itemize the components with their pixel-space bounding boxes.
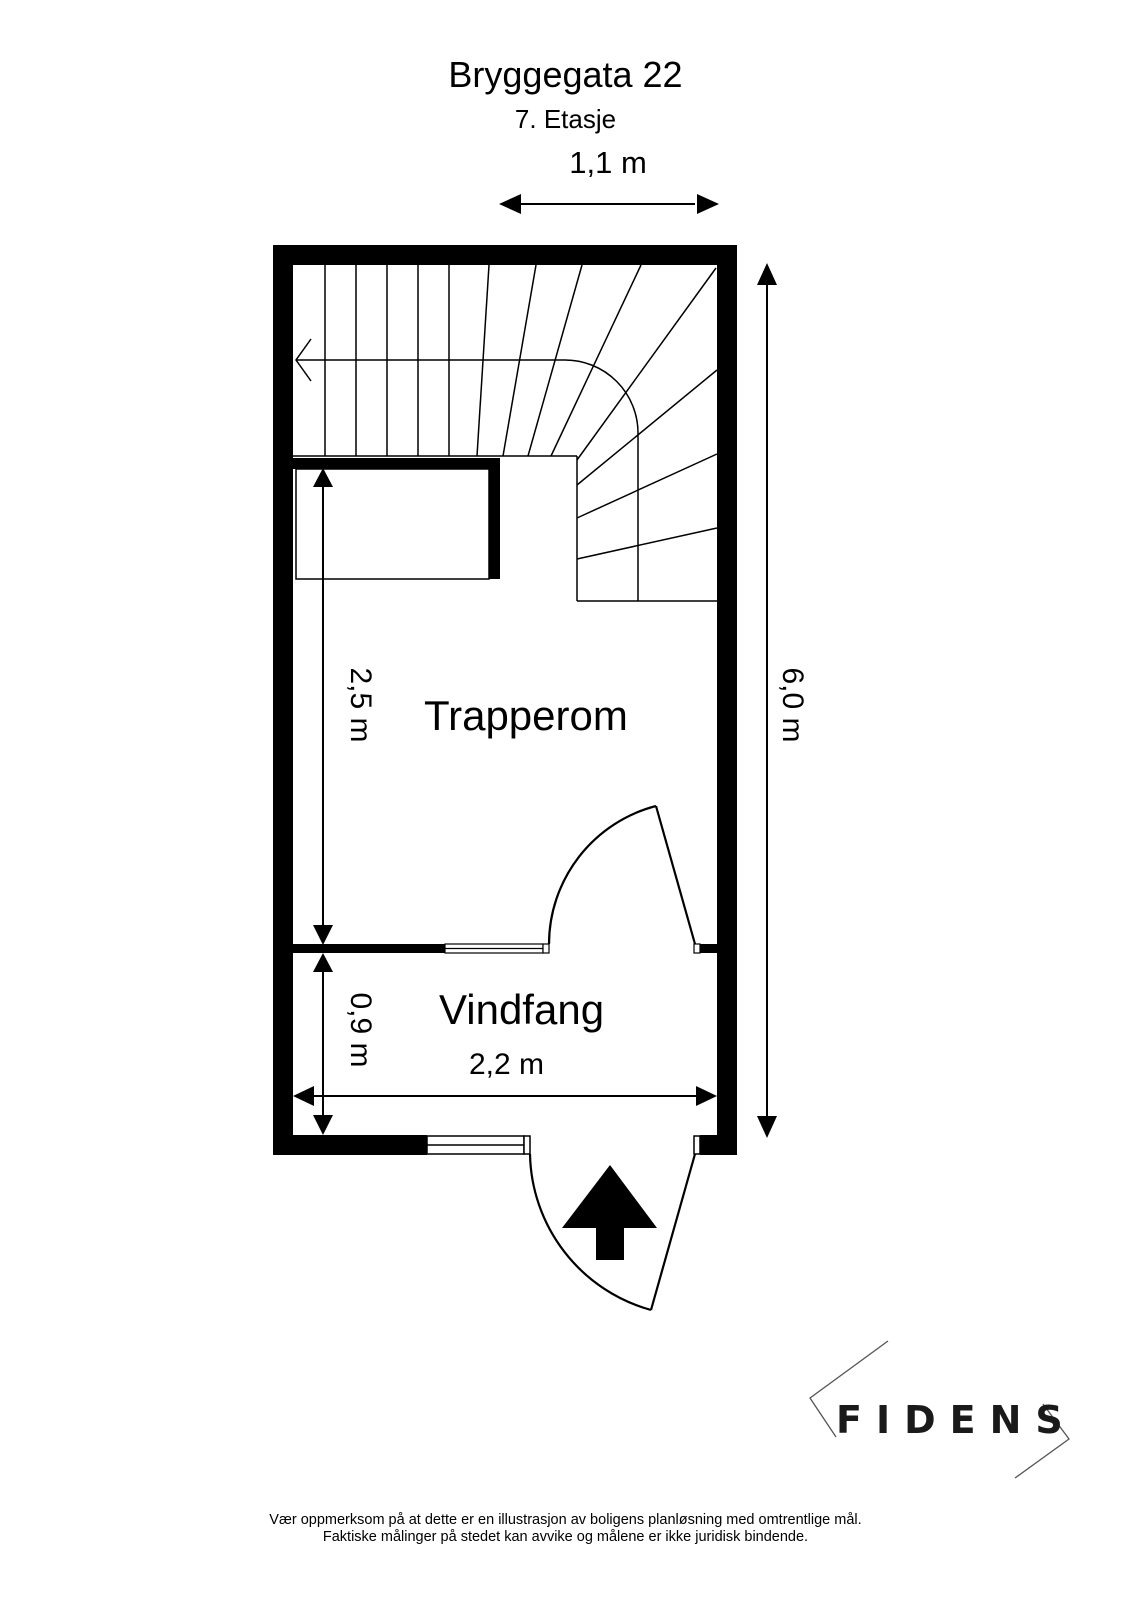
- bottom-window: [426, 1135, 701, 1155]
- logo-frame-lines: [809, 1340, 1070, 1479]
- entrance-door: [528, 1153, 697, 1312]
- disclaimer-line-2: Faktiske målinger på stedet kan avvike o…: [322, 1529, 809, 1545]
- stair-box: [293, 458, 500, 579]
- floor-label: 7. Etasje: [514, 104, 617, 134]
- staircase: [293, 264, 718, 602]
- middle-window: [444, 943, 701, 954]
- middle-wall: [293, 944, 717, 953]
- disclaimer: Vær oppmerksom på at dette er en illustr…: [0, 1512, 1131, 1546]
- dim-vindfang-width: [293, 1086, 717, 1106]
- dim-trapperom-height: [313, 468, 333, 945]
- interior-door: [547, 804, 697, 945]
- dim-vindfang-width-label: 2,2 m: [469, 1048, 545, 1081]
- dim-top-width: [499, 194, 719, 214]
- disclaimer-line-1: Vær oppmerksom på at dette er en illustr…: [269, 1512, 862, 1528]
- page-title: Bryggegata 22: [448, 54, 683, 95]
- dim-vindfang-height-label: 0,9 m: [344, 992, 377, 1068]
- outer-walls: [273, 245, 737, 1155]
- room-label-trapperom: Trapperom: [424, 692, 628, 739]
- dim-top-width-label: 1,1 m: [569, 145, 647, 180]
- dim-total-height: [757, 263, 777, 1138]
- dim-vindfang-height: [313, 953, 333, 1135]
- dim-total-height-label: 6,0 m: [776, 667, 809, 743]
- room-label-vindfang: Vindfang: [439, 986, 605, 1033]
- fidens-logo: FIDENS: [836, 1398, 1077, 1442]
- stair-box-outline: [295, 468, 490, 580]
- dim-trapperom-height-label: 2,5 m: [344, 667, 377, 743]
- entrance-arrow-icon: [562, 1165, 657, 1260]
